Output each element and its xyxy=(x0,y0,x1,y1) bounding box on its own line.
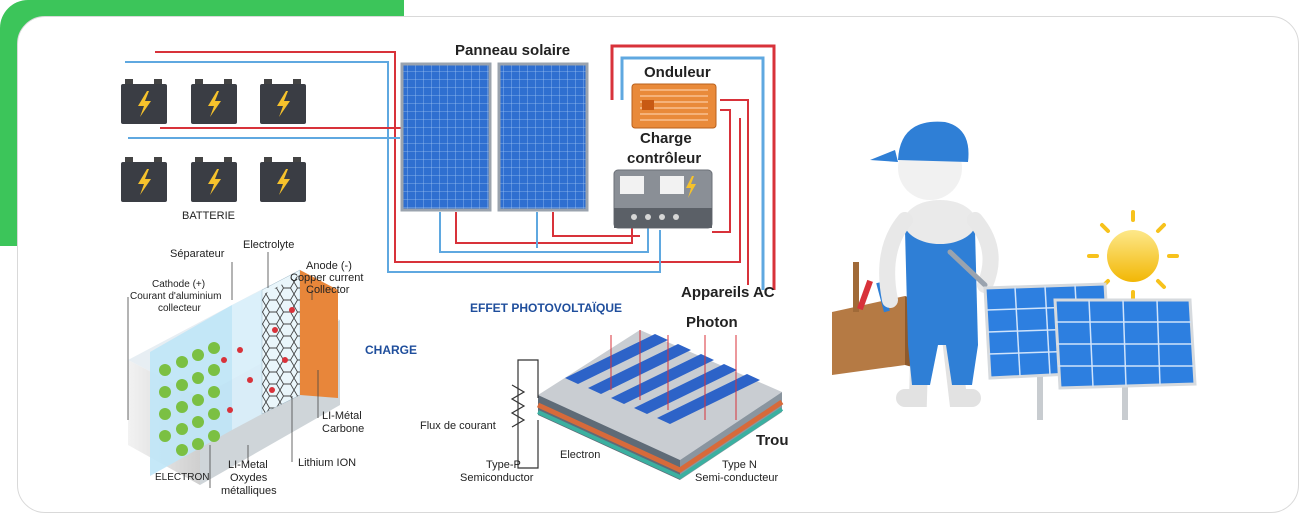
wiring xyxy=(125,44,776,290)
charge-label: CHARGE xyxy=(365,343,417,357)
solar-panel-icon xyxy=(497,62,589,212)
current-flow-label: Flux de courant xyxy=(420,420,496,432)
pv-effect-title: EFFET PHOTOVOLTAÏQUE xyxy=(470,300,622,315)
typep-label-1: Type-P xyxy=(486,459,521,471)
limetal-carbon-label-1: LI-Métal xyxy=(322,410,362,422)
solar-panel-array xyxy=(400,62,589,212)
battery-icon xyxy=(260,79,306,124)
anode-label-2: Copper current xyxy=(290,272,363,284)
cathode-label-2: Courant d'aluminium xyxy=(130,291,221,302)
sun-icon xyxy=(1087,210,1179,302)
lithium-battery-diagram xyxy=(128,269,340,485)
technician-with-toolbox-illustration xyxy=(832,121,999,407)
electron-cell-label: Electron xyxy=(560,449,600,461)
solar-panel-icon xyxy=(1053,298,1197,420)
battery-icon xyxy=(121,157,167,202)
charge-controller-label-2: contrôleur xyxy=(627,150,701,167)
electrolyte-label: Electrolyte xyxy=(243,239,294,251)
ac-devices-label: Appareils AC xyxy=(681,284,775,301)
solar-panel-label: Panneau solaire xyxy=(455,42,570,59)
anode-label-3: Collector xyxy=(306,284,350,296)
charge-controller-label-1: Charge xyxy=(640,130,692,147)
battery-icon xyxy=(191,157,237,202)
cathode-label-3: collecteur xyxy=(158,303,201,314)
battery-icon xyxy=(191,79,237,124)
battery-leader-lines xyxy=(127,252,319,488)
typen-label-1: Type N xyxy=(722,459,757,471)
battery-label: BATTERIE xyxy=(182,210,235,222)
cathode-label-1: Cathode (+) xyxy=(152,279,205,290)
inverter-label: Onduleur xyxy=(644,64,711,81)
limetal-carbon-label-2: Carbone xyxy=(322,423,364,435)
photovoltaic-cell-diagram xyxy=(510,330,784,480)
limetal-oxides-label-3: métalliques xyxy=(221,485,277,497)
lithium-ion-label: Lithium ION xyxy=(298,457,356,469)
photon-label: Photon xyxy=(686,314,738,331)
charge-controller-icon xyxy=(613,169,713,229)
electron-battery-label: ELECTRON xyxy=(155,472,209,483)
separator-label: Séparateur xyxy=(170,248,225,260)
anode-label-1: Anode (-) xyxy=(306,260,352,272)
typen-label-2: Semi-conducteur xyxy=(695,472,778,484)
battery-icon xyxy=(121,79,167,124)
limetal-oxides-label-1: LI-Metal xyxy=(228,459,268,471)
battery-bank xyxy=(121,79,306,202)
typep-label-2: Semiconductor xyxy=(460,472,534,484)
hole-label: Trou xyxy=(756,432,789,449)
solar-panel-icon xyxy=(400,62,492,212)
inverter-icon xyxy=(631,83,717,129)
battery-icon xyxy=(260,157,306,202)
limetal-oxides-label-2: Oxydes xyxy=(230,472,268,484)
